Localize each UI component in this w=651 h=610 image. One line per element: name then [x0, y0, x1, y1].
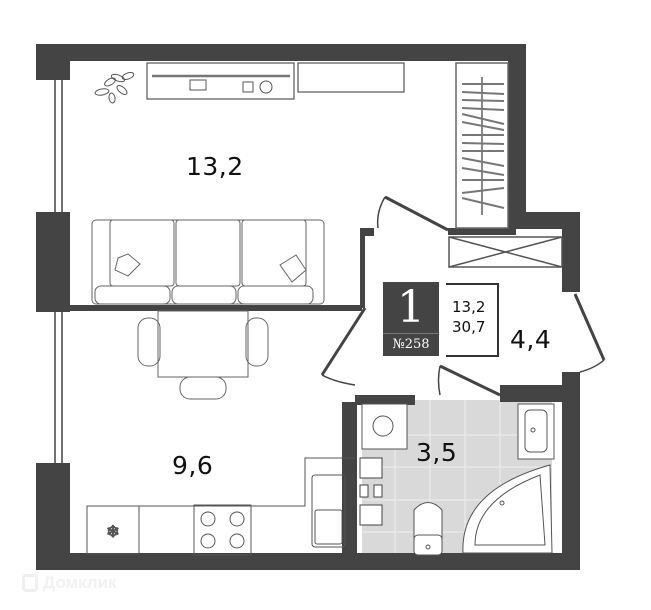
apartment-badge: 1 №258 [383, 282, 439, 356]
windows [54, 80, 63, 463]
shelves [359, 457, 383, 526]
toilet [413, 502, 443, 556]
watermark-text: Домклик [43, 573, 117, 592]
room-area-bathroom: 3,5 [416, 438, 458, 467]
room-area-kitchen: 9,6 [172, 451, 214, 480]
watermark: Домклик [22, 573, 117, 593]
room-area-hallway: 4,4 [510, 325, 552, 354]
doors [320, 195, 606, 397]
sofa [91, 219, 325, 305]
svg-text:❄: ❄ [106, 524, 119, 541]
walls [36, 44, 580, 570]
apartment-number: №258 [383, 333, 439, 356]
sink [517, 403, 555, 460]
wardrobe [455, 62, 509, 229]
bathtub [462, 464, 553, 554]
rooms-count: 1 [397, 282, 425, 333]
hall-cabinet [448, 236, 563, 268]
domclick-logo-icon [22, 574, 38, 592]
washing-machine [361, 403, 408, 450]
plant [94, 72, 135, 104]
total-area: 30,7 [452, 318, 486, 336]
room-area-living: 13,2 [186, 152, 244, 181]
tv-unit [146, 62, 405, 100]
dining-set [137, 310, 269, 400]
kitchen-counter: ❄ [86, 457, 355, 556]
area-summary: 13,2 30,7 [446, 283, 499, 357]
living-area: 13,2 [452, 298, 486, 316]
